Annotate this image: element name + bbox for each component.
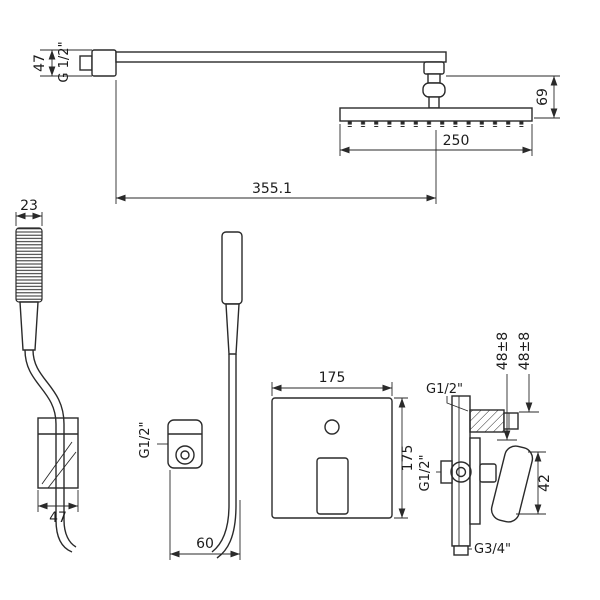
dim-valve-depth-b-label: 48±8	[517, 332, 533, 370]
bracket-body	[37, 417, 79, 489]
label-valve-bottom-thread: G3/4"	[468, 542, 511, 557]
dimension-outlet-projection: 60	[169, 470, 241, 560]
mixer-valve-side	[440, 395, 534, 556]
outlet-thread-label: G1/2"	[138, 422, 153, 459]
shower-hose	[32, 349, 77, 548]
dim-head-width-label: 250	[443, 133, 470, 149]
bottom-outlet-port	[453, 545, 469, 556]
bracket-hook-lines	[41, 441, 77, 489]
hand-shower-handle-side	[225, 303, 240, 355]
dimension-head-drop: 69	[446, 75, 560, 119]
dimension-handle-size: 42	[516, 451, 553, 515]
cartridge-outer	[450, 461, 472, 483]
dim-arm-projection-label: 355.1	[252, 181, 292, 197]
top-outlet-end-cap	[503, 412, 519, 430]
dimension-valve-depth-a: 48±8	[495, 332, 517, 441]
leader-line	[446, 396, 469, 412]
dim-handle-width-label: 23	[20, 198, 38, 214]
valve-bottom-thread-label: G3/4"	[474, 542, 511, 557]
arm-elbow	[423, 61, 445, 75]
dimension-plate-width: 175	[271, 370, 393, 396]
outlet-connection-inner	[180, 450, 190, 460]
label-valve-top-thread: G1/2"	[426, 382, 469, 412]
shower-head-nozzles	[344, 121, 528, 127]
mixer-trim-plate	[271, 397, 393, 519]
dimension-plate-height: 175	[394, 397, 416, 519]
shower-arm	[115, 51, 447, 63]
valve-top-thread-label: G1/2"	[426, 382, 463, 397]
shower-head-plate	[339, 107, 533, 122]
label-outlet-thread: G1/2"	[138, 422, 168, 459]
ext-lines	[446, 75, 560, 119]
ext-lines	[169, 470, 241, 560]
dim-handle-size-label: 42	[537, 474, 553, 492]
hand-shower-head-side	[221, 231, 243, 305]
dim-bracket-width-label: 47	[49, 510, 67, 526]
dimension-valve-depth-b: 48±8	[517, 332, 539, 413]
wall-outlet	[167, 419, 203, 469]
ext-lines	[15, 212, 43, 226]
handle-pivot	[479, 463, 497, 483]
dim-valve-depth-a-label: 48±8	[495, 332, 511, 370]
dimension-handle-width: 23	[15, 198, 43, 226]
ext-lines	[115, 80, 437, 204]
diverter-button	[324, 419, 340, 435]
wall-bracket	[37, 417, 79, 489]
mixer-handle-front	[316, 457, 349, 515]
mixer-lever-handle	[490, 445, 534, 523]
outlet-body	[167, 419, 203, 469]
hand-shower-front	[15, 227, 77, 553]
shower-hose-side	[211, 354, 230, 553]
valve-wall-body	[451, 395, 471, 547]
arm-wall-flange	[91, 49, 117, 77]
ball-joint	[422, 82, 446, 98]
ext-lines	[37, 490, 79, 512]
head-connector	[428, 96, 440, 109]
rain-shower-assembly	[79, 49, 533, 127]
dim-plate-height-label: 175	[400, 445, 416, 472]
arm-nipple	[427, 73, 441, 84]
dim-head-drop-label: 69	[535, 88, 551, 106]
dimension-bracket-width: 47	[37, 490, 79, 526]
outlet-connection-outer	[175, 445, 195, 465]
arm-wall-stub	[79, 55, 93, 71]
lever-handle-body	[490, 445, 534, 523]
label-valve-inlet-thread: G1/2"	[418, 455, 441, 492]
hand-shower-head	[15, 227, 43, 303]
trim-plate-side	[469, 437, 481, 525]
dimension-flange-height: 47 G 1/2"	[32, 41, 92, 83]
hand-shower-handle	[19, 301, 39, 351]
top-outlet-port	[469, 409, 505, 433]
dim-plate-width-label: 175	[319, 370, 346, 386]
cartridge-inner	[455, 466, 467, 478]
dimension-arm-projection: 355.1	[115, 80, 437, 204]
shower-hose	[24, 349, 73, 553]
wall-thread-label: G 1/2"	[57, 41, 72, 82]
valve-inlet-thread-label: G1/2"	[418, 455, 433, 492]
dim-flange-height-label: 47	[32, 54, 48, 72]
dim-outlet-projection-label: 60	[196, 536, 214, 552]
hand-shower-side	[211, 231, 243, 559]
